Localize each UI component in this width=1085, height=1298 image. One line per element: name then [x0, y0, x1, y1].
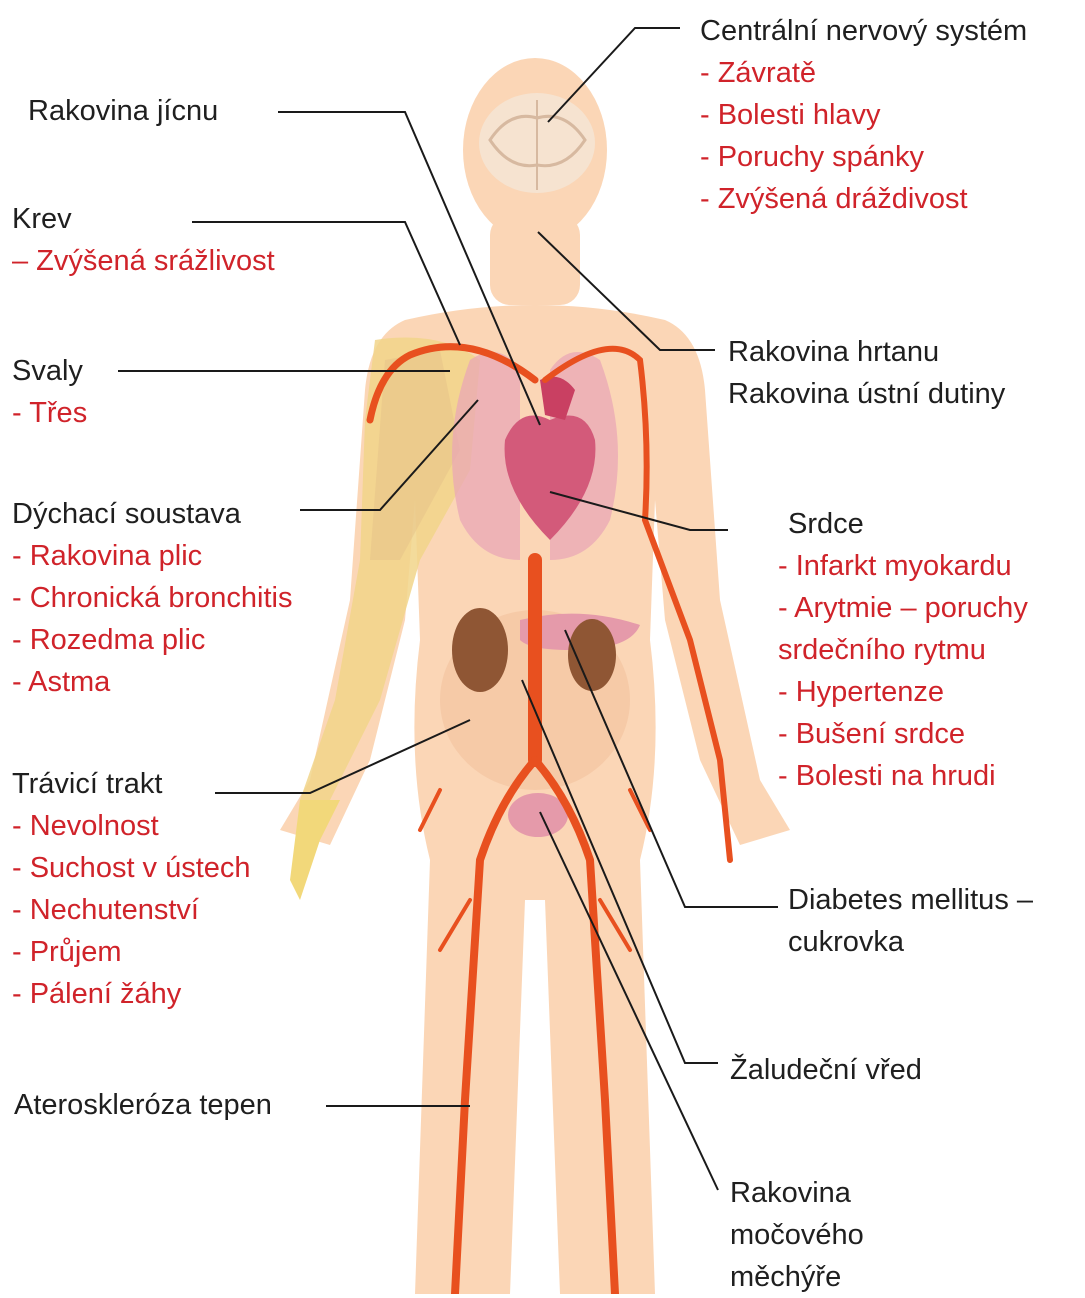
label-heart-item: - Arytmie – poruchy	[778, 587, 1028, 629]
label-bladder: Rakovina močového měchýře	[730, 1172, 864, 1298]
label-digestive-item: - Suchost v ústech	[12, 847, 251, 889]
label-digestive: Trávicí trakt - Nevolnost - Suchost v ús…	[12, 763, 251, 1015]
label-ulcer-title: Žaludeční vřed	[730, 1049, 922, 1091]
label-esophagus: Rakovina jícnu	[28, 90, 218, 132]
label-heart-item: - Bolesti na hrudi	[778, 755, 1028, 797]
label-blood: Krev – Zvýšená srážlivost	[12, 198, 275, 282]
label-digestive-item: - Nechutenství	[12, 889, 251, 931]
brain	[479, 93, 595, 193]
label-ulcer: Žaludeční vřed	[730, 1049, 922, 1091]
label-respiratory-item: - Astma	[12, 661, 292, 703]
label-digestive-title: Trávicí trakt	[12, 763, 251, 805]
label-heart-item: srdečního rytmu	[778, 629, 1028, 671]
label-heart-item: - Infarkt myokardu	[778, 545, 1028, 587]
label-diabetes-title-2: cukrovka	[788, 921, 1033, 963]
label-cns-item: - Poruchy spánky	[700, 136, 1027, 178]
label-heart: Srdce - Infarkt myokardu - Arytmie – por…	[778, 503, 1028, 797]
label-respiratory-item: - Chronická bronchitis	[12, 577, 292, 619]
label-heart-item: - Hypertenze	[778, 671, 1028, 713]
label-respiratory-title: Dýchací soustava	[12, 493, 292, 535]
label-cns-item: - Závratě	[700, 52, 1027, 94]
label-arterio-title: Ateroskleróza tepen	[14, 1084, 272, 1126]
label-respiratory-item: - Rozedma plic	[12, 619, 292, 661]
label-cns-title: Centrální nervový systém	[700, 10, 1027, 52]
label-muscles-title: Svaly	[12, 350, 87, 392]
label-cns: Centrální nervový systém - Závratě - Bol…	[700, 10, 1027, 220]
label-diabetes: Diabetes mellitus – cukrovka	[788, 879, 1033, 963]
label-heart-item: - Bušení srdce	[778, 713, 1028, 755]
label-bladder-title-3: měchýře	[730, 1256, 864, 1298]
label-respiratory-item: - Rakovina plic	[12, 535, 292, 577]
label-cns-item: - Zvýšená dráždivost	[700, 178, 1027, 220]
label-digestive-item: - Pálení žáhy	[12, 973, 251, 1015]
label-respiratory: Dýchací soustava - Rakovina plic - Chron…	[12, 493, 292, 703]
label-esophagus-title: Rakovina jícnu	[28, 90, 218, 132]
label-blood-title: Krev	[12, 198, 275, 240]
label-blood-item: – Zvýšená srážlivost	[12, 240, 275, 282]
label-cns-item: - Bolesti hlavy	[700, 94, 1027, 136]
label-arterio: Ateroskleróza tepen	[14, 1084, 272, 1126]
label-diabetes-title: Diabetes mellitus –	[788, 879, 1033, 921]
label-muscles: Svaly - Třes	[12, 350, 87, 434]
label-heart-title: Srdce	[788, 503, 1028, 545]
label-larynx: Rakovina hrtanu Rakovina ústní dutiny	[728, 331, 1005, 415]
label-bladder-title: Rakovina	[730, 1172, 864, 1214]
label-digestive-item: - Nevolnost	[12, 805, 251, 847]
label-bladder-title-2: močového	[730, 1214, 864, 1256]
label-larynx-title-2: Rakovina ústní dutiny	[728, 373, 1005, 415]
label-muscles-item: - Třes	[12, 392, 87, 434]
label-larynx-title: Rakovina hrtanu	[728, 331, 1005, 373]
label-digestive-item: - Průjem	[12, 931, 251, 973]
